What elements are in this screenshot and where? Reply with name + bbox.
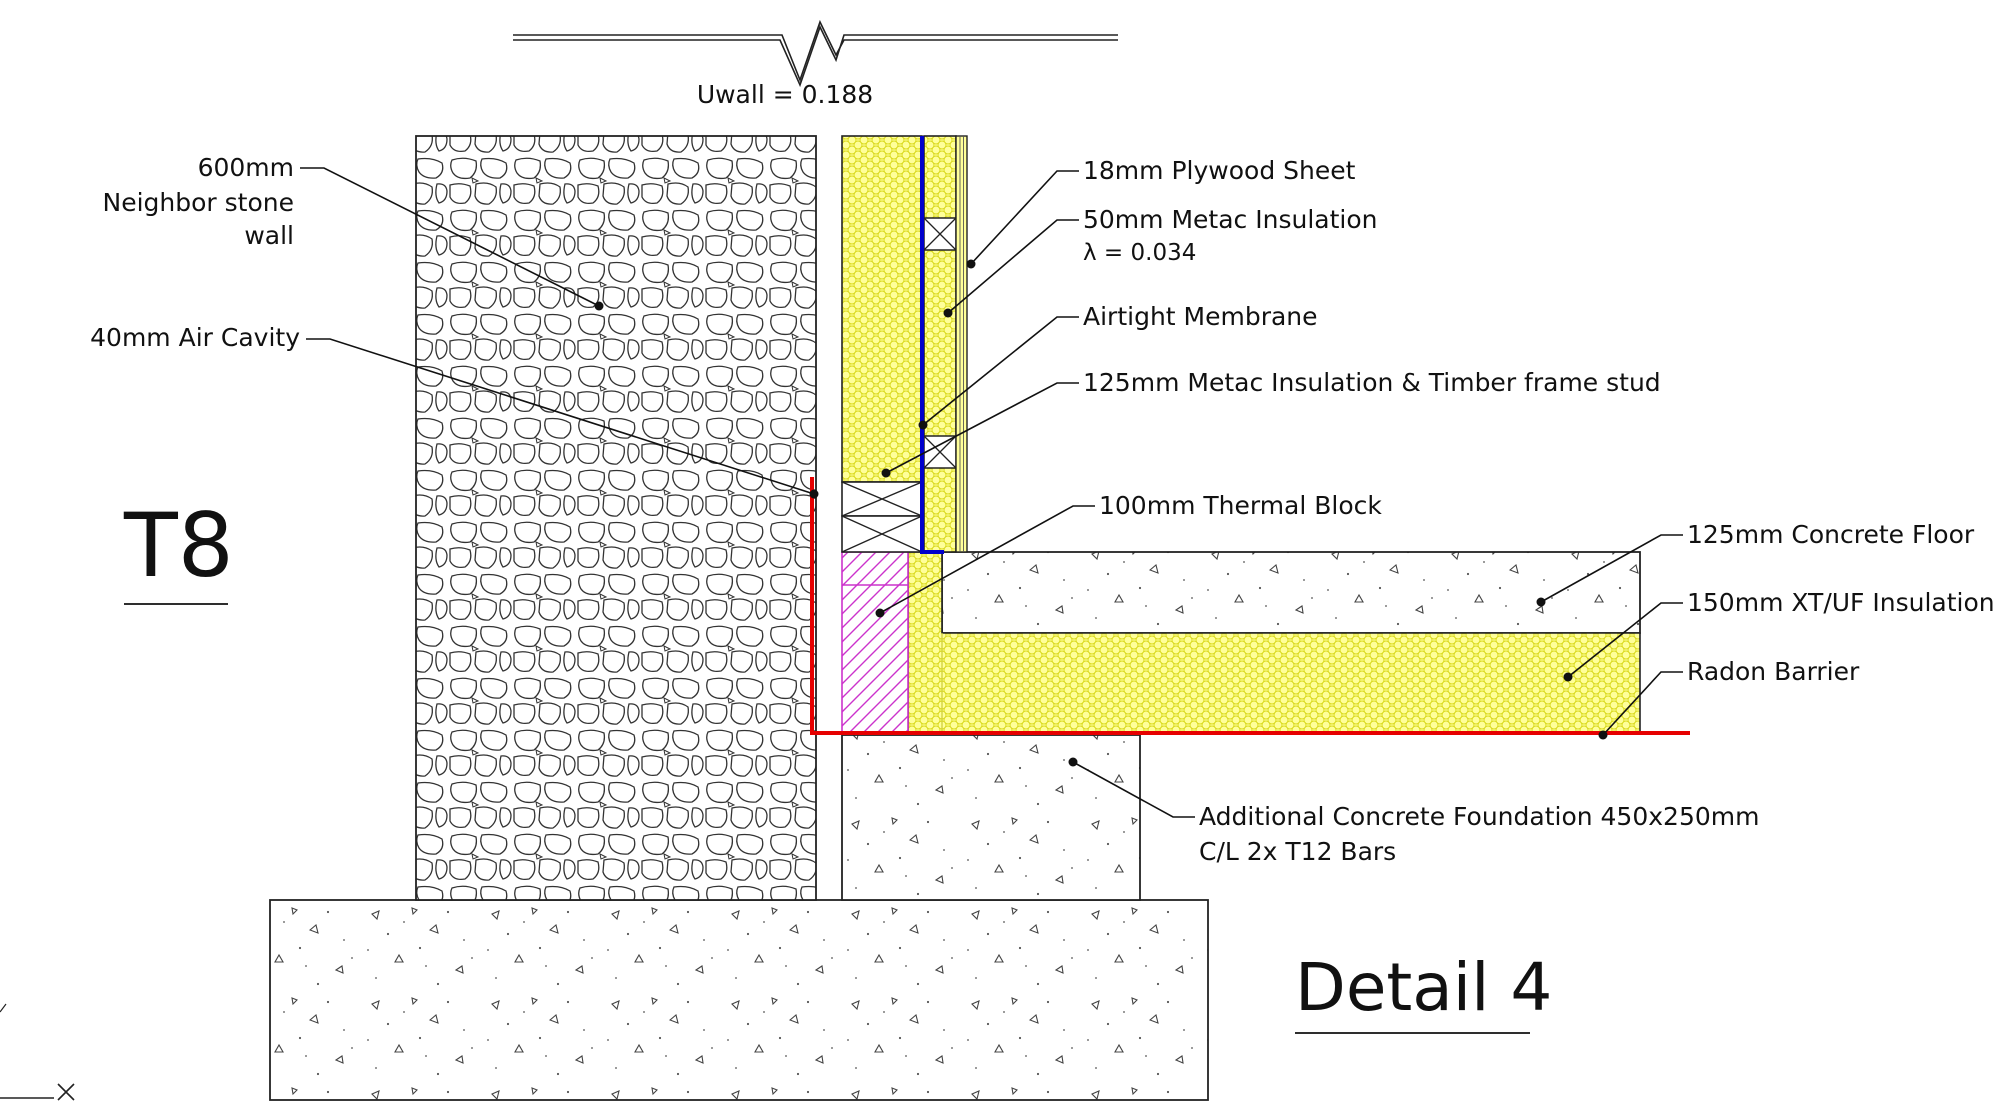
metac-125-insulation [841, 135, 923, 483]
air-cavity-leader [306, 338, 815, 495]
radon-barrier-leader-dot [1598, 730, 1608, 740]
air-cavity-label: 40mm Air Cavity [90, 323, 300, 352]
foundation-label-line2: C/L 2x T12 Bars [1199, 837, 1396, 866]
airtight-membrane-line [920, 136, 944, 554]
radon-barrier-leader [1602, 671, 1683, 736]
concrete-floor-leader-dot [1536, 597, 1546, 607]
stone-wall-label-line1: 600mm [198, 153, 294, 182]
metac50-leader-dot [943, 308, 953, 318]
plywood-leader [970, 170, 1079, 265]
thermal-block-leader [879, 505, 1095, 614]
foundation-leader [1072, 761, 1195, 818]
xtuf-insulation-leader-dot [1563, 672, 1573, 682]
plywood-sheet [955, 135, 968, 553]
stone-wall-label-line2: Neighbor stone [103, 188, 294, 217]
xtuf-insulation-leader [1567, 602, 1683, 678]
additional-concrete-foundation [841, 734, 1141, 901]
stone-wall-leader-dot [594, 301, 604, 311]
thermal-block [841, 551, 909, 734]
metac125-leader-dot [881, 468, 891, 478]
sole-plate-timber [841, 481, 923, 553]
stone-wall-label-line3: wall [244, 221, 294, 250]
foundation-label-line1: Additional Concrete Foundation 450x250mm [1199, 802, 1759, 831]
stone-wall-leader [300, 167, 600, 307]
detail-tag: Detail 4 [1295, 949, 1552, 1026]
thermal-block-label: 100mm Thermal Block [1099, 491, 1382, 520]
xtuf-insulation-label: 150mm XT/UF Insulation [1687, 588, 1995, 617]
concrete-floor-label: 125mm Concrete Floor [1687, 520, 1975, 549]
metac50-label-line2: λ = 0.034 [1083, 240, 1196, 266]
thermal-block-leader-dot [875, 608, 885, 618]
corner-marker [0, 1003, 75, 1101]
section-tag: T8 [123, 494, 234, 597]
radon-barrier-label: Radon Barrier [1687, 657, 1860, 686]
airtight-membrane-leader [922, 316, 1079, 426]
existing-footing [269, 899, 1209, 1101]
air-cavity-leader-dot [809, 489, 819, 499]
metac125-leader [885, 382, 1079, 474]
plywood-leader-dot [966, 259, 976, 269]
metac125-label: 125mm Metac Insulation & Timber frame st… [1083, 368, 1661, 397]
uwall-value: Uwall = 0.188 [697, 80, 873, 109]
airtight-membrane-label: Airtight Membrane [1083, 302, 1318, 331]
airtight-membrane-leader-dot [918, 420, 928, 430]
battens [923, 217, 957, 469]
plywood-label: 18mm Plywood Sheet [1083, 156, 1356, 185]
concrete-floor-slab [941, 551, 1641, 634]
metac50-leader [947, 219, 1079, 314]
metac-50-insulation [923, 135, 957, 553]
neighbor-stone-wall [415, 135, 817, 901]
foundation-leader-dot [1068, 757, 1078, 767]
break-line [513, 19, 1118, 88]
metac50-label-line1: 50mm Metac Insulation [1083, 205, 1377, 234]
concrete-floor-leader [1540, 534, 1683, 603]
radon-barrier-line [810, 477, 1690, 735]
